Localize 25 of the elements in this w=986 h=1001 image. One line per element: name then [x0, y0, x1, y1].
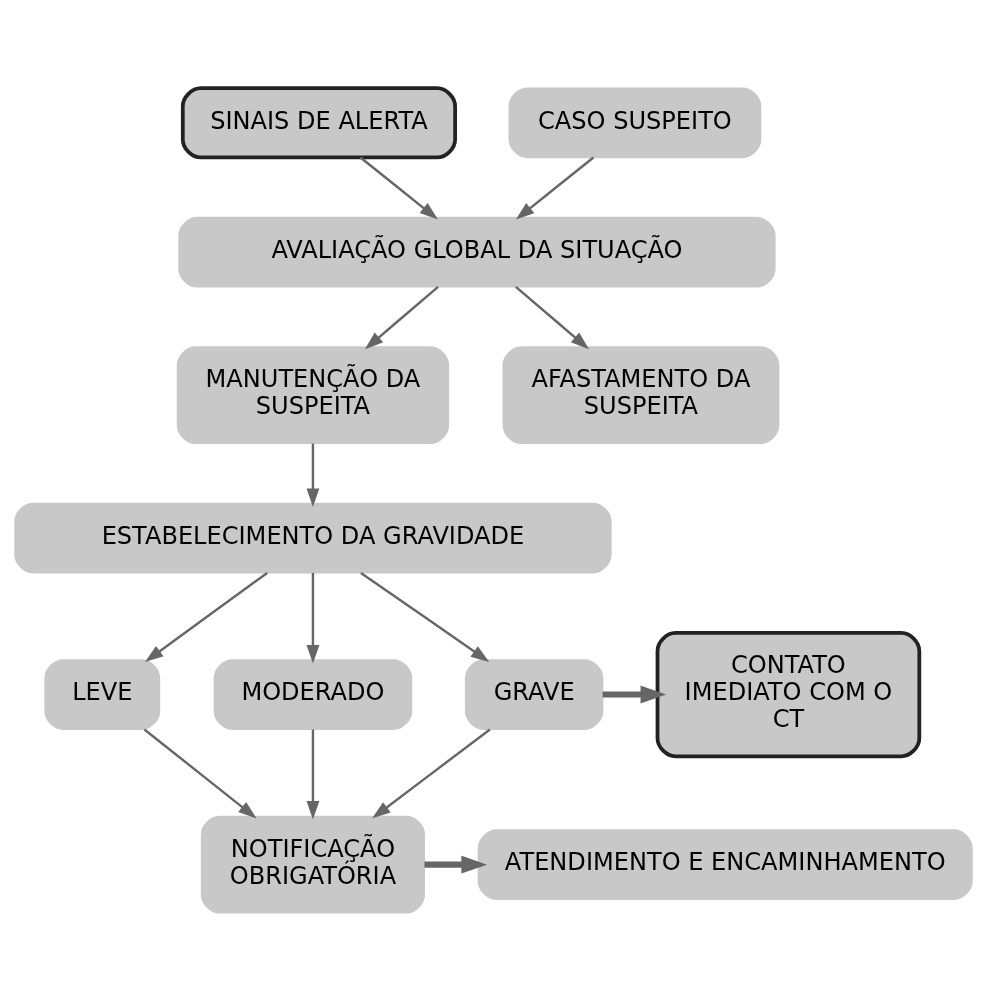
node-box: SINAIS DE ALERTA: [180, 86, 457, 160]
arrow: [306, 443, 319, 507]
arrow: [515, 156, 594, 220]
node-box: AVALIAÇÃO GLOBAL DA SITUAÇÃO: [177, 216, 776, 288]
node-box: NOTIFICAÇÃO OBRIGATÓRIA: [200, 815, 425, 914]
arrow: [423, 855, 487, 874]
arrow: [144, 571, 268, 662]
arrow: [359, 571, 489, 662]
node-box: AFASTAMENTO DA SUSPEITA: [502, 346, 779, 445]
arrow: [364, 286, 439, 350]
node-box: ATENDIMENTO E ENCAMINHAMENTO: [477, 829, 973, 900]
node-box: GRAVE: [464, 659, 603, 730]
arrow: [514, 286, 589, 350]
arrow: [143, 728, 257, 819]
node-box: ESTABELECIMENTO DA GRAVIDADE: [13, 502, 612, 574]
arrow: [371, 728, 491, 819]
node-box: MANUTENÇÃO DA SUSPEITA: [176, 346, 449, 445]
node-box: LEVE: [43, 659, 160, 730]
node-box: CASO SUSPEITO: [508, 87, 761, 159]
node-box: CONTATO IMEDIATO COM O CT: [655, 631, 921, 759]
arrow: [602, 685, 666, 704]
arrow: [359, 156, 438, 220]
node-box: MODERADO: [213, 659, 412, 730]
arrow: [306, 572, 319, 664]
arrow: [306, 729, 319, 820]
